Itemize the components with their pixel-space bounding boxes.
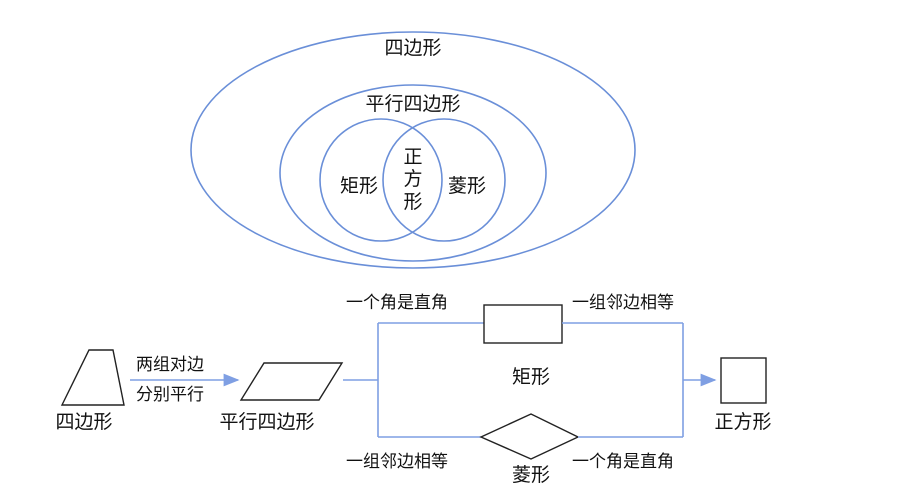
flow-quadrilateral-label: 四边形 — [55, 411, 112, 433]
cond-right-angle-bottom-label: 一个角是直角 — [572, 452, 674, 472]
flow-rectangle-label: 矩形 — [512, 366, 550, 388]
rhombus-set-circle — [382, 118, 506, 242]
rectangle-set-circle — [319, 118, 443, 242]
venn-square-label-1: 正 — [403, 146, 422, 168]
venn-parallelogram-label: 平行四边形 — [365, 93, 460, 115]
flow-square-label: 正方形 — [714, 411, 771, 433]
venn-square-label-2: 方 — [403, 168, 422, 190]
square-shape — [720, 357, 767, 404]
venn-quadrilateral-label: 四边形 — [384, 37, 441, 59]
venn-diagram: 四边形 平行四边形 矩形 菱形 正 方 形 — [190, 31, 636, 269]
venn-rectangle-label: 矩形 — [340, 175, 378, 197]
cond-two-pairs-label: 两组对边 — [136, 355, 204, 375]
cond-adjacent-equal-top-label: 一组邻边相等 — [572, 293, 674, 313]
flow-diagram: 四边形 两组对边 分别平行 平行四边形 一个角是直角 一组邻边相等 矩形 一组邻… — [55, 293, 771, 486]
cond-parallel-label: 分别平行 — [136, 385, 204, 405]
flow-rhombus-label: 菱形 — [512, 464, 550, 486]
rectangle-shape — [483, 304, 563, 344]
quadrilateral-shape — [60, 349, 125, 406]
venn-square-label-3: 形 — [403, 191, 422, 213]
cond-right-angle-top-label: 一个角是直角 — [346, 293, 448, 313]
quadrilateral-set-ellipse — [190, 31, 636, 269]
rhombus-shape — [479, 413, 580, 460]
venn-rhombus-label: 菱形 — [448, 175, 486, 197]
parallelogram-shape — [239, 362, 344, 401]
cond-adjacent-equal-bottom-label: 一组邻边相等 — [346, 452, 448, 472]
parallelogram-set-ellipse — [279, 84, 547, 262]
flow-parallelogram-label: 平行四边形 — [219, 411, 314, 433]
